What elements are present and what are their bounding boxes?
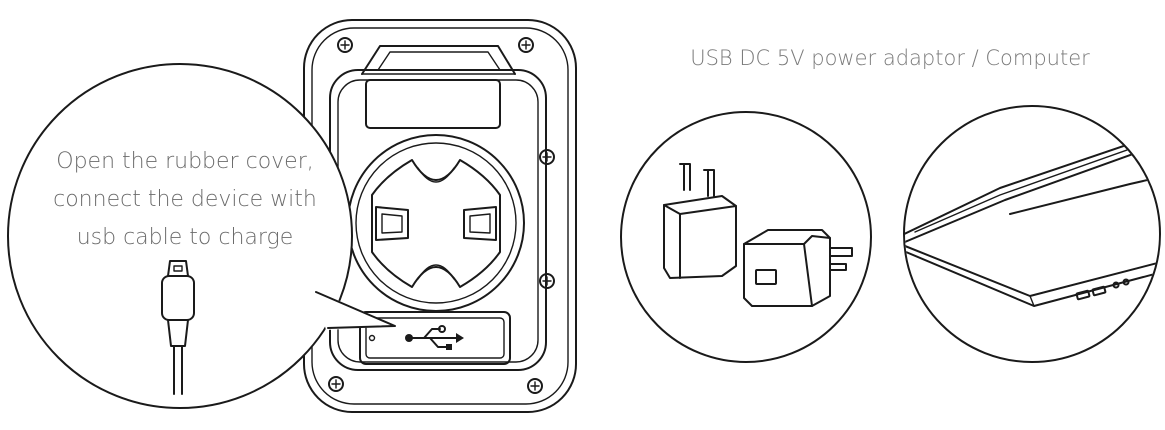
wall-charger-icon [663, 163, 737, 279]
top-tab [361, 45, 516, 75]
laptop-icon [905, 119, 1159, 307]
adaptor-circle [620, 111, 872, 363]
instruction-text-line-2: connect the device with [53, 187, 317, 212]
callout-bubble [7, 63, 396, 409]
label-plate [365, 79, 501, 129]
computer-circle [903, 105, 1161, 363]
wall-charger-front [743, 229, 853, 307]
usb-symbol-icon [405, 325, 464, 350]
instruction-text-line-3: usb cable to charge [76, 225, 294, 250]
rubber-cover [359, 311, 511, 365]
mount-slot-right [463, 206, 497, 241]
mount-slot-left [375, 206, 409, 241]
mount-ring-outer [347, 134, 525, 312]
twist-mount [371, 159, 501, 288]
instruction-text-line-1: Open the rubber cover, [56, 149, 314, 174]
micro-usb-cable-icon [161, 260, 195, 395]
power-source-title: USB DC 5V power adaptor / Computer [690, 46, 1090, 70]
screw-icon [316, 37, 555, 394]
mount-ring-inner [355, 142, 517, 304]
